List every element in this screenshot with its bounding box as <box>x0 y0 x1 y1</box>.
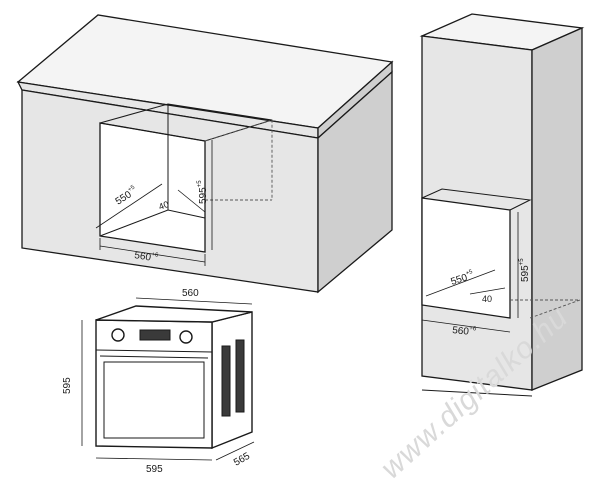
column-height-label: 595+5 <box>519 258 531 282</box>
column-width-dimline <box>421 319 511 333</box>
oven-side-vent-1 <box>221 345 231 417</box>
counter-width-dimline <box>99 245 206 263</box>
oven-drawing: 560 595 595 565 <box>62 288 255 475</box>
oven-right-knob <box>179 330 193 344</box>
column-niche-top <box>421 188 532 211</box>
oven-door-glass <box>103 361 205 439</box>
column-niche-hidden-floor <box>510 299 581 319</box>
counter-height-label: 595+5 <box>197 180 209 204</box>
column-cabinet: 550+5 40 595+5 560+6 <box>419 13 585 397</box>
counter-niche-floor-edge <box>99 209 206 237</box>
oven-top <box>95 305 253 323</box>
column-depth-dimline <box>425 269 496 297</box>
oven-bottom-width-label: 595 <box>146 464 163 475</box>
column-gap-label: 40 <box>482 294 492 304</box>
oven-door-handle <box>99 355 209 359</box>
oven-depth-label: 565 <box>232 451 252 469</box>
oven-left-knob <box>111 328 125 342</box>
oven-top-width-label: 560 <box>182 288 199 299</box>
counter-depth-dimline <box>95 183 163 229</box>
counter-width-label: 560+6 <box>134 249 160 265</box>
oven-side-vent-2 <box>235 339 245 413</box>
column-depth-label: 550+5 <box>449 269 476 288</box>
counter-cabinet: 550+5 40 595+5 560+6 <box>16 14 394 294</box>
oven-height-label: 595 <box>62 377 73 394</box>
oven-control-panel-edge <box>95 349 213 353</box>
column-niche-opening <box>421 197 511 319</box>
column-gap-dimline <box>469 287 506 295</box>
column-side-face <box>531 27 583 391</box>
counter-gap-label: 40 <box>157 199 170 212</box>
oven-top-width-dimline <box>135 297 253 305</box>
oven-depth-dimline <box>215 441 255 461</box>
counter-gap-dimline <box>177 189 206 213</box>
column-plinth <box>421 389 533 397</box>
counter-side-face <box>317 70 393 294</box>
column-width-label: 560+6 <box>452 324 477 338</box>
oven-bottom-width-dimline <box>95 457 213 461</box>
counter-niche-opening <box>99 122 206 253</box>
counter-niche-hidden-edge <box>204 119 273 200</box>
oven-display <box>139 329 171 341</box>
oven-side <box>211 311 253 450</box>
